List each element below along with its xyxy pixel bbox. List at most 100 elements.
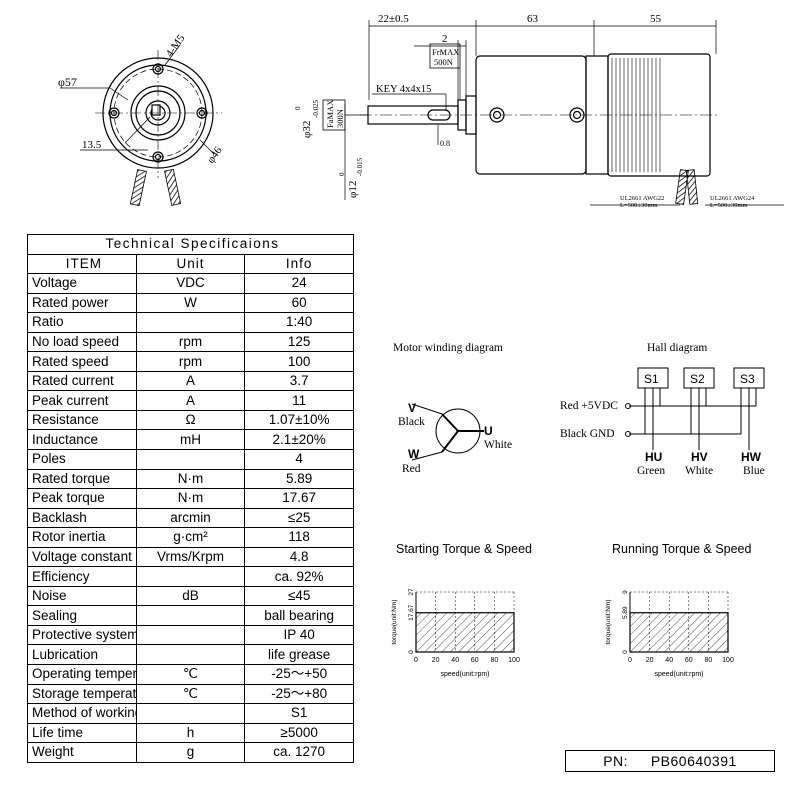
front-view [60,44,222,178]
spec-unit: dB [135,585,246,607]
key-label: KEY 4x4x15 [376,84,431,95]
x-tick-label: 80 [491,657,499,664]
spec-item: Backlash [27,507,137,529]
spec-item: Ratio [27,312,137,333]
spec-unit: N·m [135,468,246,490]
spec-item: Weight [27,742,137,763]
hall-out-hu: HU [645,450,662,464]
spec-info: 4.8 [244,546,354,568]
hall-sensor-2: S2 [690,372,705,386]
shaft-tol-lower: -0.015 [356,157,364,176]
winding-v-color: Black [398,416,425,428]
hall-sensor-3: S3 [740,372,755,386]
x-tick-label: 100 [722,657,734,664]
hall-sensor-1: S1 [644,372,659,386]
torque-region [629,612,729,653]
spec-info: 1:40 [244,312,354,333]
pilot-tol-lower: -0.025 [312,99,320,118]
hall-title: Hall diagram [647,342,708,354]
spec-row: Ratio 1:40 [27,312,354,333]
winding-diagram: V Black U White W Red [398,401,512,475]
spec-item: Resistance [27,409,137,431]
spec-info: 125 [244,331,354,353]
spec-item: Noise [27,585,137,607]
spec-info: ≤45 [244,585,354,607]
spec-unit: rpm [135,331,246,353]
spec-unit [135,312,246,333]
spec-info: IP 40 [244,624,354,646]
spec-item: Voltage constant [27,546,137,568]
spec-unit: Ω [135,409,246,431]
hall-color-hw: Blue [743,465,765,477]
x-tick-label: 0 [414,657,418,664]
spec-item: Protective system [27,624,137,646]
spec-item: No load speed [27,331,137,353]
spec-unit: VDC [135,273,246,294]
spec-unit [135,566,246,587]
y-tick-label: 27 [408,588,415,596]
spec-info: ≤25 [244,507,354,529]
spec-item: Life time [27,722,137,744]
spec-unit: ℃ [135,664,246,685]
spec-info: -25～+50 [244,664,354,685]
holes-label: 4-M5 [164,32,188,59]
hall-out-hv: HV [691,450,708,464]
spec-info: 100 [244,351,354,372]
spec-info: -25～+80 [244,683,354,705]
cable1-len: L=500±30mm [620,202,658,209]
axial-load-value: 300N [335,109,345,128]
spec-item: Poles [27,449,137,470]
spec-unit: A [135,390,246,411]
spec-unit [135,449,246,470]
side-view [322,20,784,206]
spec-unit: ℃ [135,683,246,705]
header-item: ITEM [27,253,137,275]
spec-item: Peak current [27,390,137,411]
shaft-dia: φ12 [347,181,359,198]
x-tick-label: 20 [646,657,654,664]
spec-item: Rated power [27,292,137,314]
spec-unit [135,605,246,626]
spec-info: 5.89 [244,468,354,490]
front-cables [129,168,182,207]
spec-info: 2.1±20% [244,429,354,451]
winding-w-color: Red [402,463,421,475]
y-axis-label: torque(unit:Nm) [391,599,398,644]
spec-info: ca. 92% [244,566,354,587]
spec-item: Peak torque [27,488,137,509]
cable2-spec: UL2661 AWG24 [710,195,755,202]
x-tick-label: 40 [665,657,673,664]
spec-unit: arcmin [135,507,246,529]
spec-row: Protective system IP 40 [27,624,354,646]
spec-item: Rated current [27,370,137,392]
axial-load-label: FaMAX [325,100,335,128]
spec-info: 24 [244,273,354,294]
x-tick-label: 100 [508,657,520,664]
x-axis-label: speed(unit:rpm) [654,671,703,678]
spec-info: 11 [244,390,354,411]
x-tick-label: 0 [628,657,632,664]
spec-item: Sealing [27,605,137,626]
x-tick-label: 60 [471,657,479,664]
spec-item: Voltage [27,273,137,294]
dim-motor: 55 [650,13,662,25]
chamfer-label: 0.8 [440,139,450,148]
spec-item: Operating temperature [27,664,137,685]
y-axis-label: torque(unit:Nm) [605,599,612,644]
spec-row: Storage temperature℃-25～+80 [27,683,354,705]
spec-unit: N·m [135,488,246,509]
spec-unit [135,644,246,666]
